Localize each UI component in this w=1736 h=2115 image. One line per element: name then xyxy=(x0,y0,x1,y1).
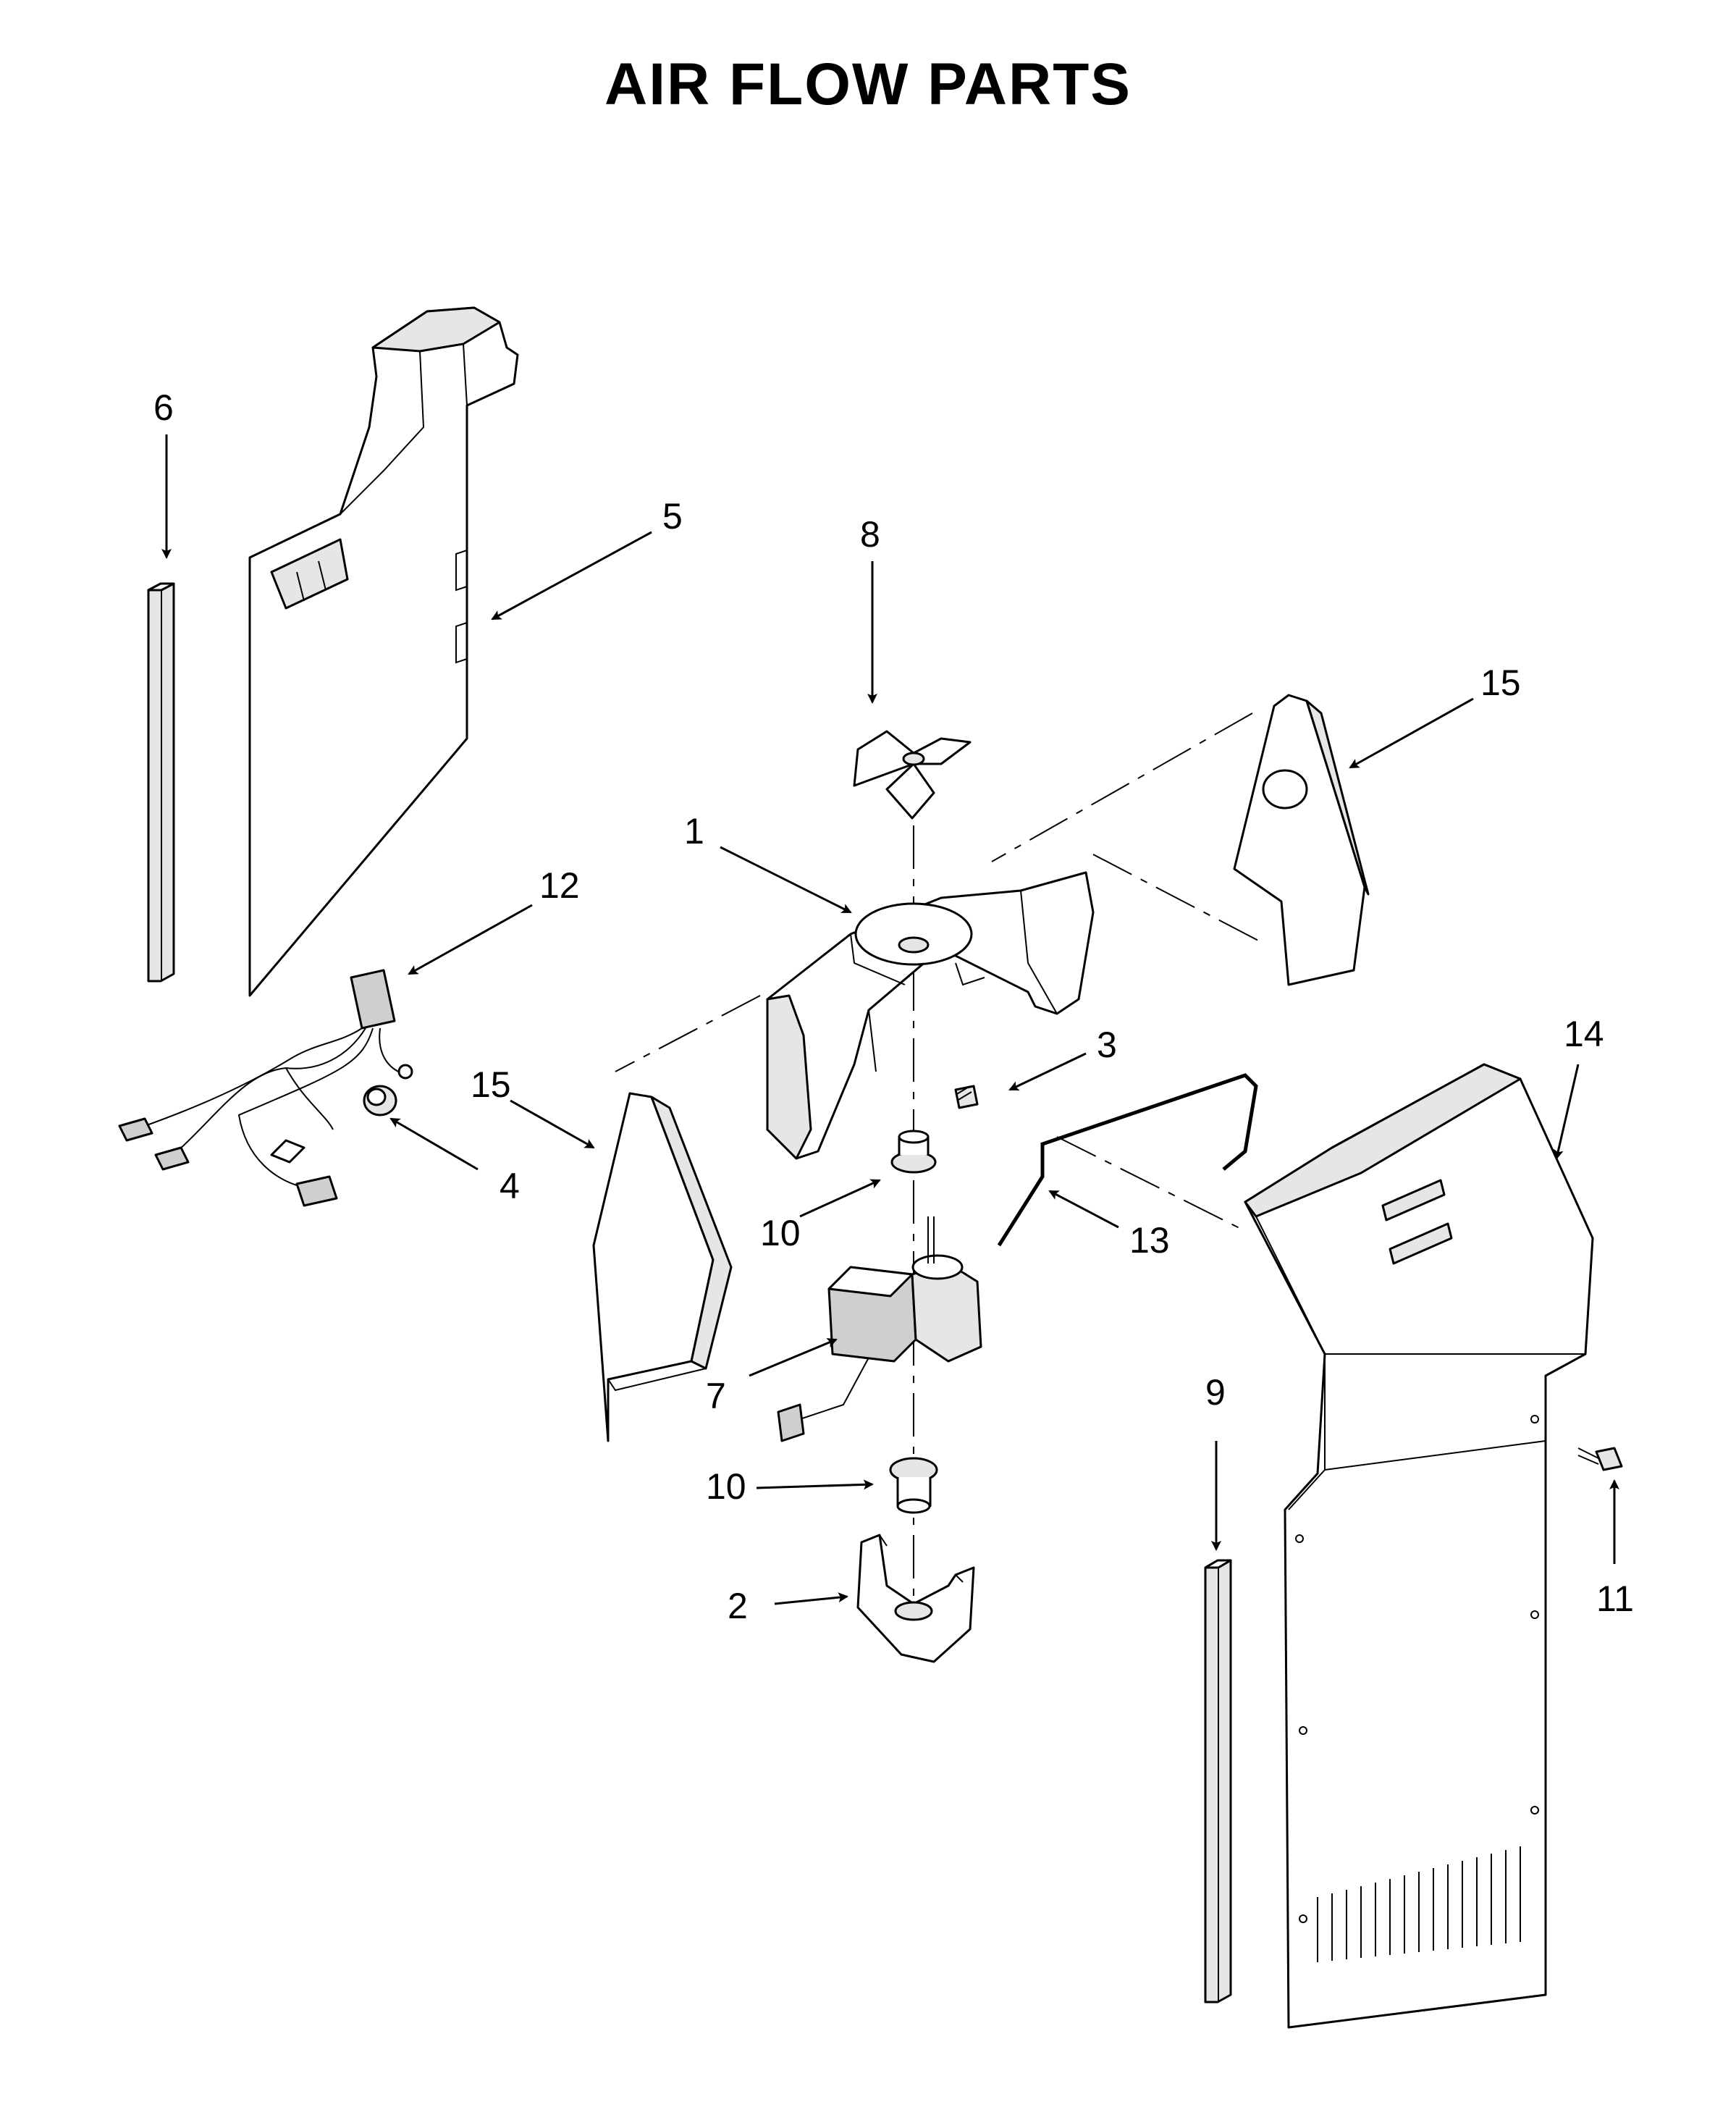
callout-12: 12 xyxy=(539,865,580,906)
vent-slots xyxy=(1317,1846,1521,1962)
callout-6: 6 xyxy=(153,387,174,428)
callout-15-right: 15 xyxy=(1480,663,1521,703)
callout-11: 11 xyxy=(1596,1578,1634,1619)
callout-leaders xyxy=(161,434,1619,1605)
callout-labels: 6 5 8 15 1 12 3 15 4 14 10 13 7 9 10 11 … xyxy=(153,387,1634,1626)
callout-2: 2 xyxy=(728,1586,748,1626)
part-10-upper-grommet xyxy=(890,1130,937,1174)
part-8-fan-blade xyxy=(853,730,972,820)
part-9-seal-strip xyxy=(1204,1559,1232,2003)
callout-15-left: 15 xyxy=(471,1064,511,1105)
callout-8: 8 xyxy=(860,514,880,555)
callout-10-lower: 10 xyxy=(706,1466,746,1507)
callout-10-upper: 10 xyxy=(760,1213,801,1253)
callout-14: 14 xyxy=(1564,1014,1604,1054)
part-10-lower-grommet xyxy=(889,1457,938,1514)
part-15-right-duct-seal xyxy=(1233,694,1370,986)
page-title: AIR FLOW PARTS xyxy=(604,51,1132,117)
part-11-screw xyxy=(1577,1447,1623,1471)
callout-1: 1 xyxy=(684,811,704,852)
part-7-fan-motor xyxy=(777,1216,982,1442)
part-5-evaporator-cover xyxy=(248,306,519,997)
part-4-thermistor xyxy=(363,1085,397,1117)
part-13-wire-spring xyxy=(997,1073,1258,1247)
part-6-seal-strip xyxy=(147,582,175,983)
callout-9: 9 xyxy=(1205,1372,1226,1413)
part-1-fan-housing xyxy=(766,871,1095,1160)
callout-5: 5 xyxy=(662,496,683,537)
callout-13: 13 xyxy=(1129,1220,1170,1261)
part-12-wire-harness xyxy=(118,969,413,1207)
part-2-motor-bracket xyxy=(856,1534,975,1663)
callout-4: 4 xyxy=(500,1166,520,1206)
part-3-screw xyxy=(954,1085,979,1109)
part-14-air-duct-cover xyxy=(1244,1063,1594,2029)
callout-3: 3 xyxy=(1097,1025,1117,1065)
part-15-left-duct-seal xyxy=(592,1092,733,1442)
callout-7: 7 xyxy=(706,1376,726,1416)
